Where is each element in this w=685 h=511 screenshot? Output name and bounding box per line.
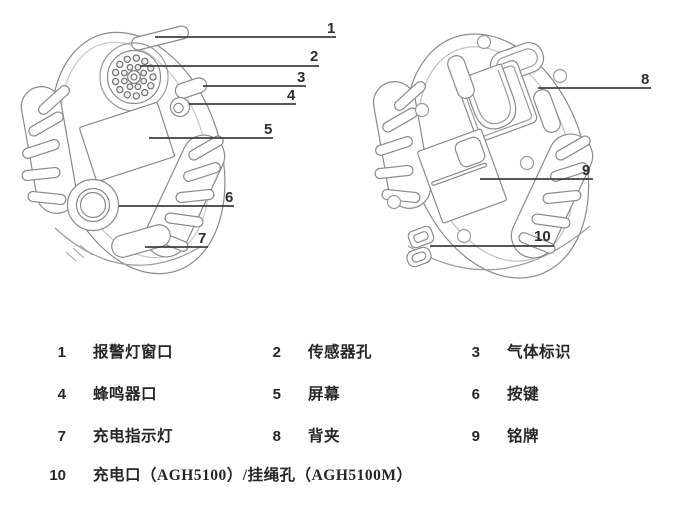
callout-lines (119, 36, 651, 248)
sensor-hole (99, 42, 169, 112)
callout-number-9: 9 (582, 162, 591, 179)
legend-number-7: 7 (57, 428, 66, 445)
legend-label-8: 背夹 (308, 428, 341, 445)
back-left-slot (447, 55, 475, 99)
callout-number-1: 1 (327, 20, 336, 37)
callout-number-4: 4 (287, 87, 296, 104)
legend-number-2: 2 (272, 344, 281, 361)
legend-number-9: 9 (471, 428, 480, 445)
front-view-drawing (20, 25, 226, 275)
callout-number-7: 7 (198, 230, 207, 247)
legend-label-1: 报警灯窗口 (93, 344, 174, 361)
legend-label-6: 按键 (507, 386, 540, 403)
callout-number-10: 10 (534, 228, 551, 245)
legend-number-10: 10 (49, 467, 66, 484)
back-clip (456, 42, 545, 142)
callout-number-6: 6 (225, 189, 234, 206)
legend-label-2: 传感器孔 (308, 344, 373, 361)
legend-label-4: 蜂鸣器口 (93, 386, 158, 403)
button (66, 178, 120, 232)
buzzer-port-inner (173, 102, 184, 114)
back-right-slot (533, 89, 561, 133)
legend-number-3: 3 (471, 344, 480, 361)
legend-number-1: 1 (57, 344, 66, 361)
legend-number-5: 5 (272, 386, 281, 403)
charging-port-lanyard-hole (406, 225, 435, 268)
callout-number-5: 5 (264, 121, 273, 138)
legend-number-4: 4 (57, 386, 66, 403)
device-line-art (20, 25, 651, 279)
back-right-grip (510, 133, 594, 259)
callout-number-2: 2 (310, 48, 319, 65)
screen (79, 102, 175, 182)
side-connector-detail (65, 244, 93, 262)
front-bottom-rim (54, 227, 203, 266)
nameplate (417, 128, 507, 224)
alarm-light-window (131, 25, 189, 51)
legend-label-3: 气体标识 (507, 344, 572, 361)
legend-label-9: 铭牌 (507, 428, 540, 445)
callout-number-8: 8 (641, 71, 650, 88)
legend-number-6: 6 (471, 386, 480, 403)
legend-number-8: 8 (272, 428, 281, 445)
legend-label-7: 充电指示灯 (93, 428, 174, 445)
legend-label-10: 充电口（AGH5100）/挂绳孔（AGH5100M） (93, 467, 413, 484)
front-left-grip (20, 85, 78, 214)
back-view-drawing (372, 33, 594, 279)
gas-label (174, 77, 208, 99)
callout-number-3: 3 (297, 69, 306, 86)
charging-indicator (111, 224, 171, 258)
legend-label-5: 屏幕 (308, 386, 341, 403)
screw-holes (386, 34, 568, 244)
